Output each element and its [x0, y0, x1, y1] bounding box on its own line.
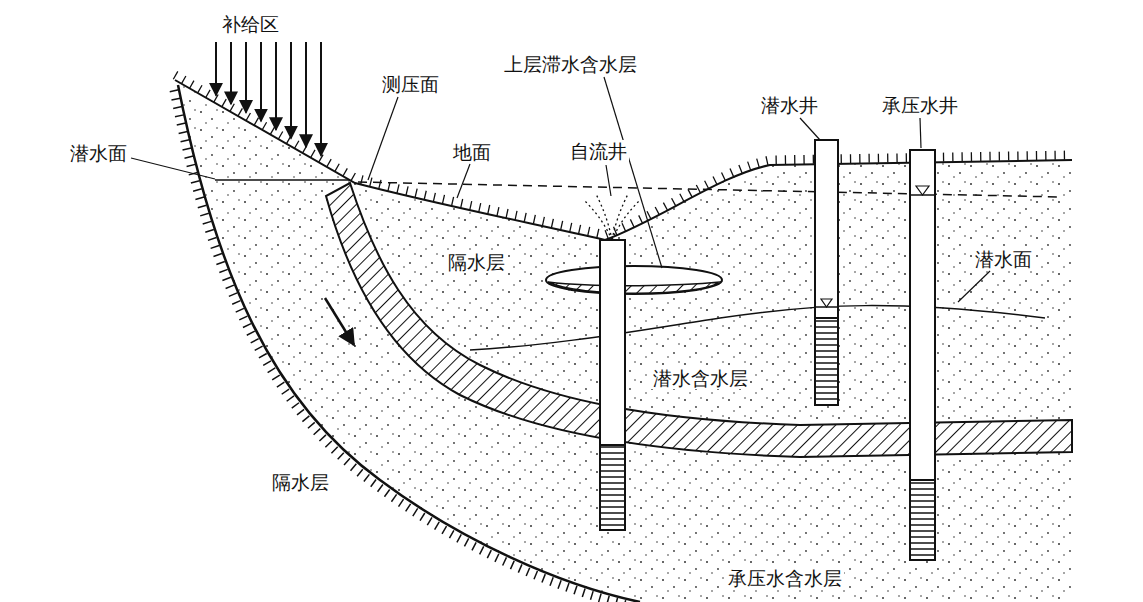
rain-arrow [320, 42, 322, 156]
surface-label: 测压面 [380, 73, 441, 95]
rain-arrow [305, 42, 307, 147]
layer-label: 隔水层 [270, 471, 331, 493]
rain-arrow [260, 42, 262, 121]
well-label: 承压水井 [880, 94, 960, 116]
aquifer-label: 承压水含水层 [726, 567, 844, 589]
rain-arrow [275, 42, 277, 130]
ground-ticks [175, 75, 1072, 235]
flow-arrow [325, 298, 354, 345]
rain-arrow [230, 42, 232, 104]
artesian-well [584, 194, 640, 530]
layer-label: 隔水层 [446, 251, 507, 273]
confined-well [910, 150, 935, 560]
leader-lines [131, 77, 990, 302]
rain-arrow [290, 42, 292, 138]
aquifer-label: 上层滞水含水层 [502, 53, 639, 75]
phreatic-well [815, 140, 838, 405]
aquifer-label: 潜水含水层 [651, 367, 750, 389]
surface-label: 潜水面 [68, 142, 129, 164]
confining-layer [326, 183, 1072, 457]
water-table-right [470, 306, 1045, 350]
water-table-left [215, 179, 350, 181]
ground-surface [175, 80, 1072, 240]
surface-label: 潜水面 [973, 248, 1034, 270]
rain-arrow [215, 42, 217, 95]
perched-aquiclude [548, 282, 720, 293]
zone-label: 补给区 [220, 13, 281, 35]
well-label: 自流井 [568, 140, 629, 162]
surface-label: 地面 [451, 141, 493, 163]
piezometric-surface [358, 182, 1062, 197]
aquifer-fill [175, 80, 1072, 602]
well-label: 潜水井 [759, 94, 820, 116]
perched-lens [546, 266, 722, 294]
rain-arrow [245, 42, 247, 113]
recharge-arrows [216, 42, 321, 156]
